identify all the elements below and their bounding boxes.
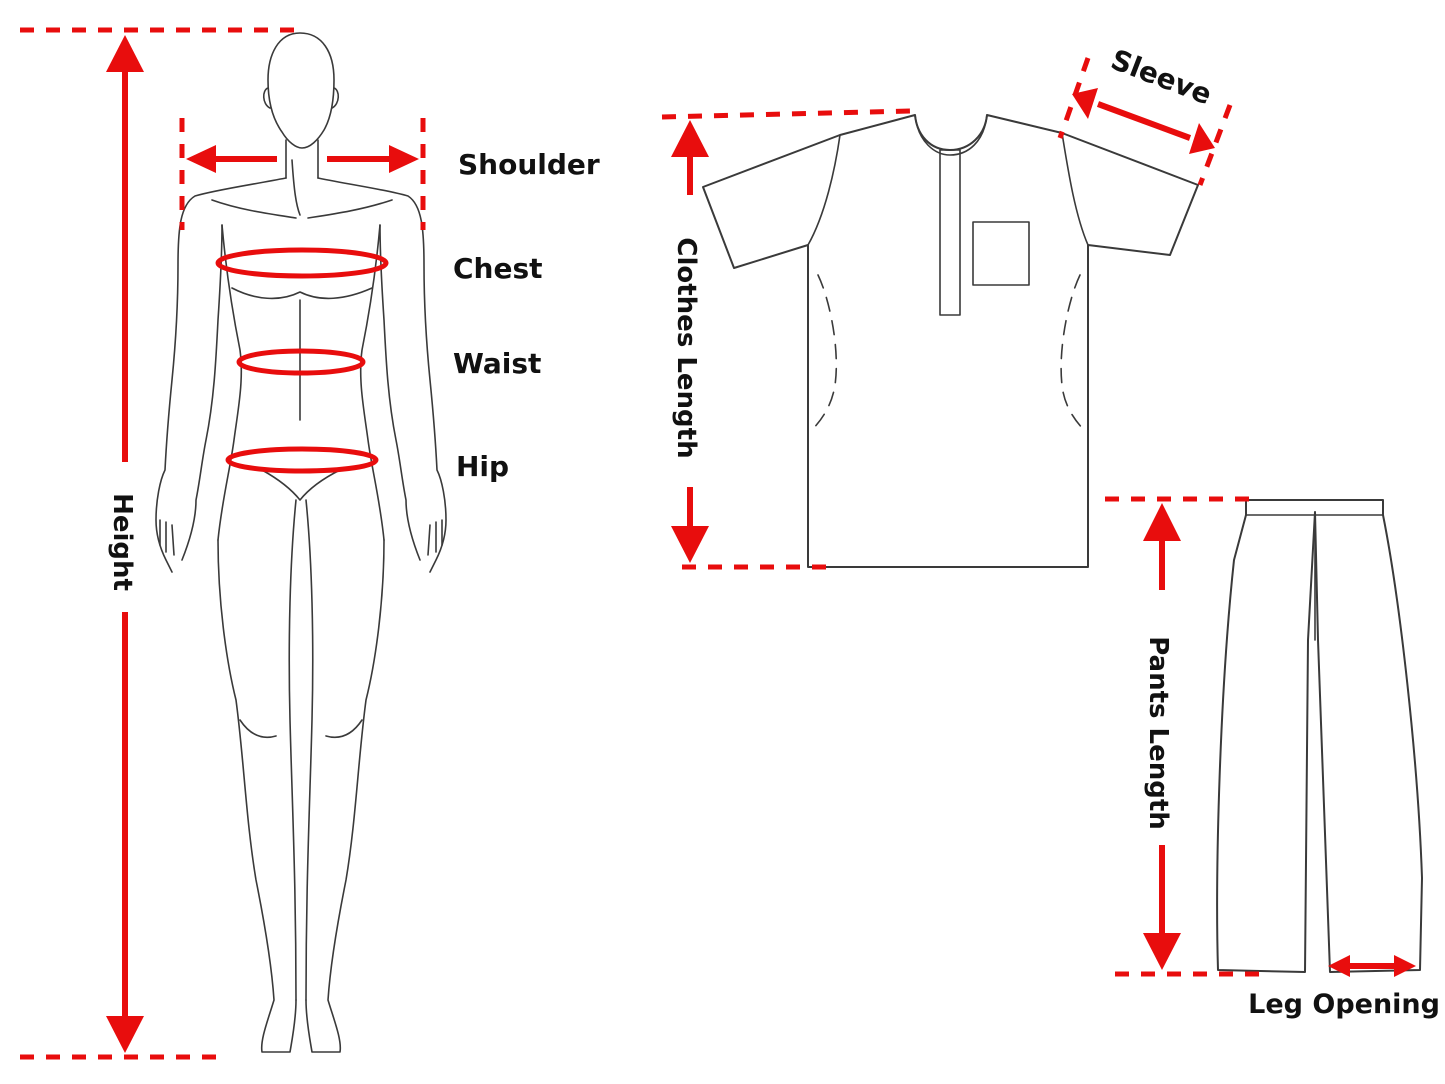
pants-length-arrowhead-bottom bbox=[1143, 933, 1181, 970]
body-figure bbox=[155, 32, 447, 1053]
pants-length-measure: Pants Length bbox=[1105, 496, 1262, 977]
leg-opening-measure: Leg Opening bbox=[1248, 955, 1440, 1020]
pants-drawing bbox=[1216, 499, 1423, 973]
sleeve-arrowhead-right bbox=[1189, 123, 1215, 154]
hip-ring bbox=[225, 446, 379, 474]
clothes-length-arrowhead-bottom bbox=[671, 526, 709, 563]
shoulder-arrowhead-left bbox=[186, 145, 216, 173]
chest-label: Chest bbox=[453, 252, 543, 285]
clothes-length-top-guide bbox=[661, 108, 913, 120]
waist-ring bbox=[236, 348, 366, 376]
shirt-placket bbox=[939, 149, 961, 316]
hip-label: Hip bbox=[456, 450, 509, 483]
shoulder-measure: Shoulder bbox=[179, 118, 600, 230]
leg-opening-arrowhead-left bbox=[1328, 955, 1350, 977]
height-arrowhead-bottom bbox=[106, 1016, 144, 1053]
pants-length-arrowhead-top bbox=[1143, 503, 1181, 541]
height-measure: Height bbox=[20, 27, 305, 1060]
shirt-drawing bbox=[702, 114, 1199, 568]
sleeve-label: Sleeve bbox=[1106, 43, 1216, 111]
shoulder-label: Shoulder bbox=[458, 148, 600, 181]
height-label: Height bbox=[107, 493, 137, 591]
leg-opening-label: Leg Opening bbox=[1248, 989, 1440, 1020]
shirt-pocket bbox=[972, 221, 1030, 286]
clothes-length-measure: Clothes Length bbox=[661, 108, 913, 570]
clothes-length-label: Clothes Length bbox=[671, 237, 701, 458]
sleeve-arrowhead-left bbox=[1072, 88, 1098, 119]
shoulder-arrowhead-right bbox=[389, 145, 419, 173]
height-arrowhead-top bbox=[106, 35, 144, 72]
leg-opening-arrowhead-right bbox=[1394, 955, 1416, 977]
chest-ring bbox=[215, 247, 389, 279]
waist-label: Waist bbox=[453, 347, 541, 380]
clothes-length-arrowhead-top bbox=[671, 120, 709, 157]
pants-length-label: Pants Length bbox=[1143, 636, 1173, 830]
